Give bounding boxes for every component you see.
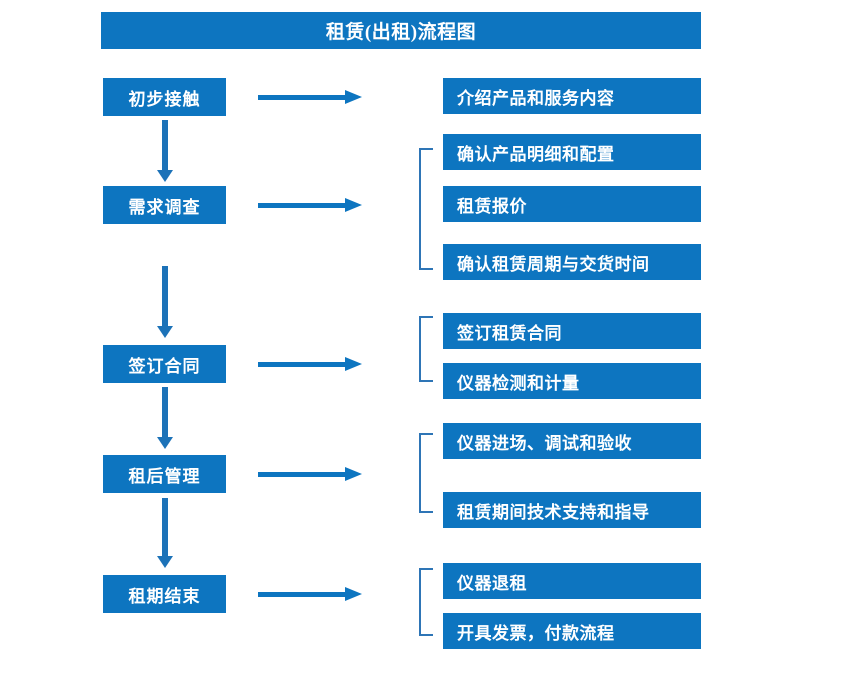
detail-box-confirm-spec[interactable]: 确认产品明细和配置 <box>443 134 701 170</box>
arrow-head <box>157 437 173 449</box>
detail-box-invoice-payment[interactable]: 开具发票，付款流程 <box>443 613 701 649</box>
group-bracket-post-rental-mgmt <box>419 433 433 513</box>
arrow-shaft <box>162 120 168 170</box>
stage-box-post-rental-mgmt[interactable]: 租后管理 <box>103 455 226 493</box>
detail-box-instrument-onsite[interactable]: 仪器进场、调试和验收 <box>443 423 701 459</box>
arrow-head <box>345 357 362 371</box>
arrow-head <box>345 90 362 104</box>
right-arrow-icon-stage5 <box>258 587 362 601</box>
arrow-head <box>157 170 173 182</box>
stage-label: 签订合同 <box>128 356 201 376</box>
arrow-shaft <box>162 498 168 556</box>
stage-box-initial-contact[interactable]: 初步接触 <box>103 78 226 116</box>
arrow-shaft <box>258 472 346 477</box>
arrow-shaft <box>162 266 168 326</box>
stage-label: 需求调查 <box>128 197 201 217</box>
group-bracket-rental-end <box>419 568 433 636</box>
arrow-shaft <box>258 362 346 367</box>
detail-label: 仪器退租 <box>457 573 527 593</box>
stage-label: 租期结束 <box>128 586 201 606</box>
detail-box-instrument-return[interactable]: 仪器退租 <box>443 563 701 599</box>
detail-box-rental-quote[interactable]: 租赁报价 <box>443 186 701 222</box>
arrow-shaft <box>258 203 346 208</box>
chart-title-bar: 租赁(出租)流程图 <box>101 12 701 49</box>
detail-box-instrument-inspection[interactable]: 仪器检测和计量 <box>443 363 701 399</box>
detail-label: 仪器检测和计量 <box>457 373 580 393</box>
detail-box-sign-rental-contract[interactable]: 签订租赁合同 <box>443 313 701 349</box>
down-arrow-icon-stage4-stage5 <box>157 498 173 568</box>
arrow-shaft <box>258 95 346 100</box>
stage-box-requirement-survey[interactable]: 需求调查 <box>103 186 226 224</box>
group-bracket-sign-contract <box>419 316 433 382</box>
page-title: 租赁(出租)流程图 <box>325 22 477 43</box>
detail-label: 介绍产品和服务内容 <box>457 88 615 108</box>
right-arrow-icon-stage1 <box>258 90 362 104</box>
detail-label: 确认产品明细和配置 <box>457 144 615 164</box>
detail-label: 租赁期间技术支持和指导 <box>457 502 650 522</box>
right-arrow-icon-stage3 <box>258 357 362 371</box>
detail-label: 仪器进场、调试和验收 <box>457 433 632 453</box>
arrow-head <box>345 467 362 481</box>
detail-label: 确认租赁周期与交货时间 <box>457 254 650 274</box>
detail-box-technical-support[interactable]: 租赁期间技术支持和指导 <box>443 492 701 528</box>
group-bracket-requirement-survey <box>419 148 433 270</box>
right-arrow-icon-stage2 <box>258 198 362 212</box>
down-arrow-icon-stage2-stage3 <box>157 266 173 338</box>
detail-label: 开具发票，付款流程 <box>457 623 615 643</box>
arrow-shaft <box>162 387 168 437</box>
down-arrow-icon-stage1-stage2 <box>157 120 173 182</box>
down-arrow-icon-stage3-stage4 <box>157 387 173 449</box>
stage-label: 租后管理 <box>128 466 201 486</box>
detail-box-introduce-products[interactable]: 介绍产品和服务内容 <box>443 78 701 114</box>
arrow-head <box>345 587 362 601</box>
arrow-head <box>157 326 173 338</box>
arrow-shaft <box>258 592 346 597</box>
stage-label: 初步接触 <box>128 89 201 109</box>
right-arrow-icon-stage4 <box>258 467 362 481</box>
stage-box-sign-contract[interactable]: 签订合同 <box>103 345 226 383</box>
stage-box-rental-end[interactable]: 租期结束 <box>103 575 226 613</box>
arrow-head <box>345 198 362 212</box>
detail-label: 签订租赁合同 <box>457 323 562 343</box>
detail-label: 租赁报价 <box>457 196 527 216</box>
detail-box-confirm-period-delivery[interactable]: 确认租赁周期与交货时间 <box>443 244 701 280</box>
arrow-head <box>157 556 173 568</box>
